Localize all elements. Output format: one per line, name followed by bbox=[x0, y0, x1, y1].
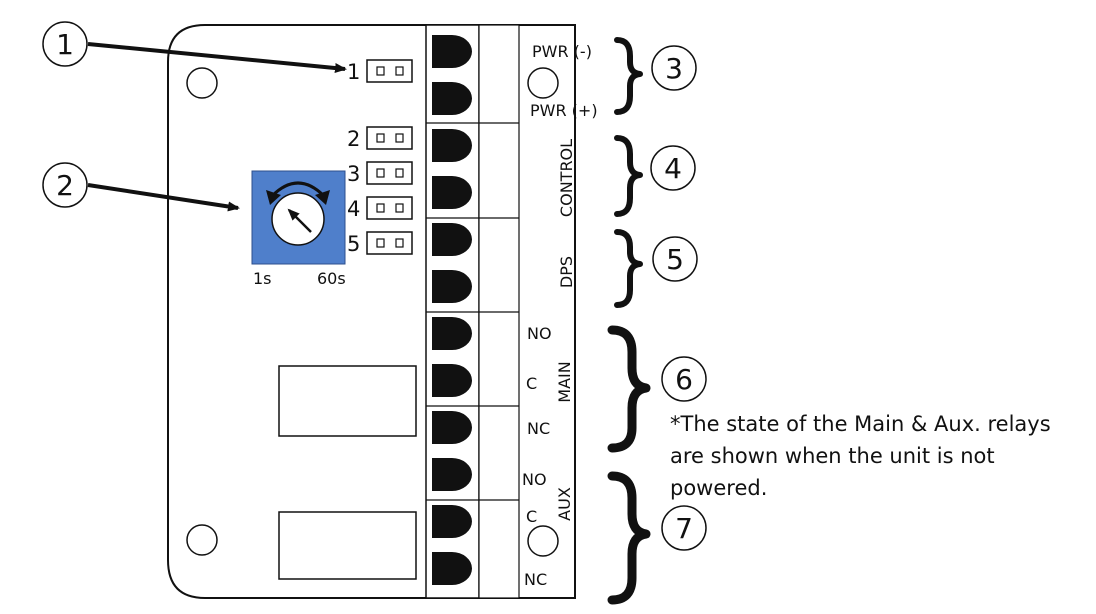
jumper-header-body bbox=[366, 196, 413, 220]
terminal-screw bbox=[432, 411, 472, 444]
terminal-group-dividers bbox=[426, 122, 519, 501]
callout-5-number: 5 bbox=[666, 243, 684, 276]
mounting-hole-top-right bbox=[527, 67, 559, 99]
brace-7 bbox=[607, 471, 651, 605]
callout-5: 5 bbox=[652, 236, 698, 282]
terminal-screw bbox=[432, 364, 472, 397]
callout-3-number: 3 bbox=[665, 52, 683, 85]
callout-1-arrow bbox=[87, 42, 347, 74]
main-c-label: C bbox=[526, 374, 537, 393]
terminal-screw bbox=[432, 223, 472, 256]
jumper-header-body bbox=[366, 126, 413, 150]
terminal-screw bbox=[432, 317, 472, 350]
brace-5 bbox=[614, 229, 643, 308]
callout-3: 3 bbox=[651, 45, 697, 91]
callout-2: 2 bbox=[42, 162, 88, 208]
aux-no-label: NO bbox=[522, 470, 547, 489]
main-label: MAIN bbox=[555, 361, 574, 402]
knob-pointer-arrow bbox=[287, 208, 312, 233]
jumper-3[interactable]: 3 bbox=[347, 161, 413, 186]
pwr-positive-label: PWR (+) bbox=[530, 101, 598, 120]
brace-6 bbox=[607, 325, 651, 453]
jumper-2-number: 2 bbox=[347, 127, 360, 151]
terminal-screw bbox=[432, 270, 472, 303]
jumper-3-number: 3 bbox=[347, 162, 360, 186]
callout-6-number: 6 bbox=[675, 363, 693, 396]
terminal-screw bbox=[432, 82, 472, 115]
jumper-pin bbox=[376, 203, 385, 213]
relay-state-note-line-3: powered. bbox=[670, 476, 768, 500]
rotation-arc-icon bbox=[270, 181, 326, 198]
jumper-header-body bbox=[366, 161, 413, 185]
jumper-1-number: 1 bbox=[347, 60, 360, 84]
jumper-5-number: 5 bbox=[347, 232, 360, 256]
mounting-hole-top-left bbox=[186, 67, 218, 99]
callout-6: 6 bbox=[661, 356, 707, 402]
jumper-pin bbox=[395, 203, 404, 213]
timer-potentiometer[interactable] bbox=[251, 170, 346, 265]
terminal-screw bbox=[432, 35, 472, 68]
relay-state-note-line-1: *The state of the Main & Aux. relays bbox=[670, 412, 1051, 436]
main-no-label: NO bbox=[527, 324, 552, 343]
jumper-1[interactable]: 1 bbox=[347, 59, 413, 84]
dps-label: DPS bbox=[557, 256, 576, 288]
jumper-4[interactable]: 4 bbox=[347, 196, 413, 221]
relay-state-note: *The state of the Main & Aux. relays are… bbox=[670, 408, 1090, 504]
callout-7-number: 7 bbox=[675, 512, 693, 545]
jumper-pin bbox=[395, 133, 404, 143]
timer-max-label: 60s bbox=[317, 269, 346, 288]
jumper-pin bbox=[376, 66, 385, 76]
aux-c-label: C bbox=[526, 507, 537, 526]
jumper-headers: 1 2 3 4 5 bbox=[347, 59, 413, 256]
jumper-pin bbox=[376, 238, 385, 248]
terminal-screw bbox=[432, 505, 472, 538]
jumper-5[interactable]: 5 bbox=[347, 231, 413, 256]
callout-2-arrow bbox=[87, 183, 240, 212]
terminal-screw bbox=[432, 129, 472, 162]
mounting-hole-bottom-right bbox=[527, 525, 559, 557]
main-nc-label: NC bbox=[527, 419, 550, 438]
relay-state-note-line-2: are shown when the unit is not bbox=[670, 444, 995, 468]
brace-3 bbox=[614, 37, 643, 115]
brace-4 bbox=[614, 135, 643, 217]
terminal-screw bbox=[432, 552, 472, 585]
callout-4-number: 4 bbox=[664, 152, 682, 185]
jumper-pin bbox=[395, 66, 404, 76]
terminal-screw bbox=[432, 176, 472, 209]
callout-1-number: 1 bbox=[56, 28, 74, 61]
aux-relay bbox=[278, 511, 417, 580]
terminal-screws bbox=[432, 35, 472, 585]
timer-min-label: 1s bbox=[253, 269, 272, 288]
rotation-arc-right-head bbox=[315, 190, 330, 205]
jumper-header-body bbox=[366, 59, 413, 83]
aux-label: AUX bbox=[555, 487, 574, 521]
callout-2-number: 2 bbox=[56, 169, 74, 202]
jumper-pin bbox=[376, 168, 385, 178]
jumper-pin bbox=[395, 238, 404, 248]
jumper-2[interactable]: 2 bbox=[347, 126, 413, 151]
braces bbox=[607, 37, 651, 605]
jumper-pin bbox=[395, 168, 404, 178]
callout-7: 7 bbox=[661, 505, 707, 551]
terminal-screw bbox=[432, 458, 472, 491]
callout-4: 4 bbox=[650, 145, 696, 191]
callout-1: 1 bbox=[42, 21, 88, 67]
pwr-negative-label: PWR (-) bbox=[532, 42, 592, 61]
rotation-arc-left-head bbox=[266, 190, 281, 205]
jumper-header-body bbox=[366, 231, 413, 255]
jumper-4-number: 4 bbox=[347, 197, 360, 221]
aux-nc-label: NC bbox=[524, 570, 547, 589]
jumper-pin bbox=[376, 133, 385, 143]
main-relay bbox=[278, 365, 417, 437]
control-label: CONTROL bbox=[557, 139, 576, 217]
mounting-hole-bottom-left bbox=[186, 524, 218, 556]
